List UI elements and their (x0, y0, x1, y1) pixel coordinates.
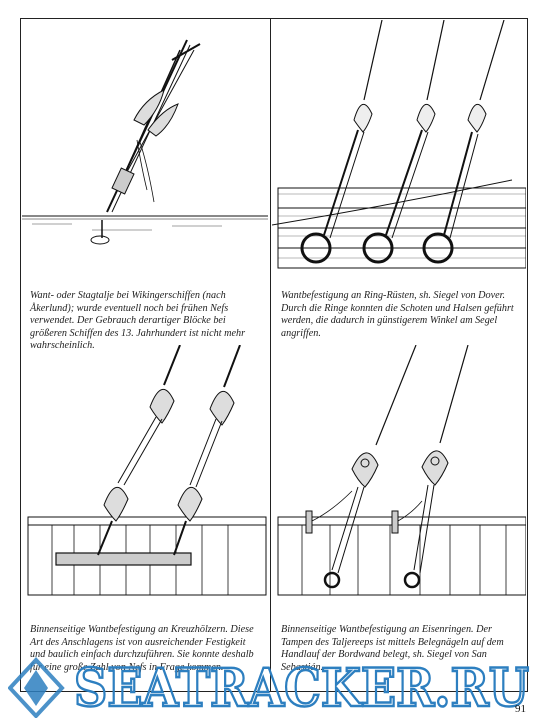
page-frame (20, 18, 528, 692)
illustration-ring-chains (272, 20, 526, 278)
illustration-iron-rings (272, 345, 526, 610)
caption-bottom-left: Binnenseitige Wantbefestigung an Kreuzhö… (30, 624, 254, 673)
watermark-logo: SEATRACKER.RU (7, 648, 533, 720)
illustration-cross-timbers (22, 345, 268, 610)
caption-top-left: Want- oder Stagtalje bei Wikingerschiffe… (30, 290, 246, 352)
column-divider (270, 18, 271, 692)
caption-top-right: Wantbefestigung an Ring-Rüsten, sh. Sieg… (281, 290, 514, 339)
illustration-viking-tackle (22, 20, 268, 278)
caption-bottom-right: Binnenseitige Wantbefestigung an Eisenri… (281, 624, 504, 673)
page-number: 91 (515, 703, 526, 715)
watermark-text: SEATRACKER.RU (74, 658, 529, 718)
